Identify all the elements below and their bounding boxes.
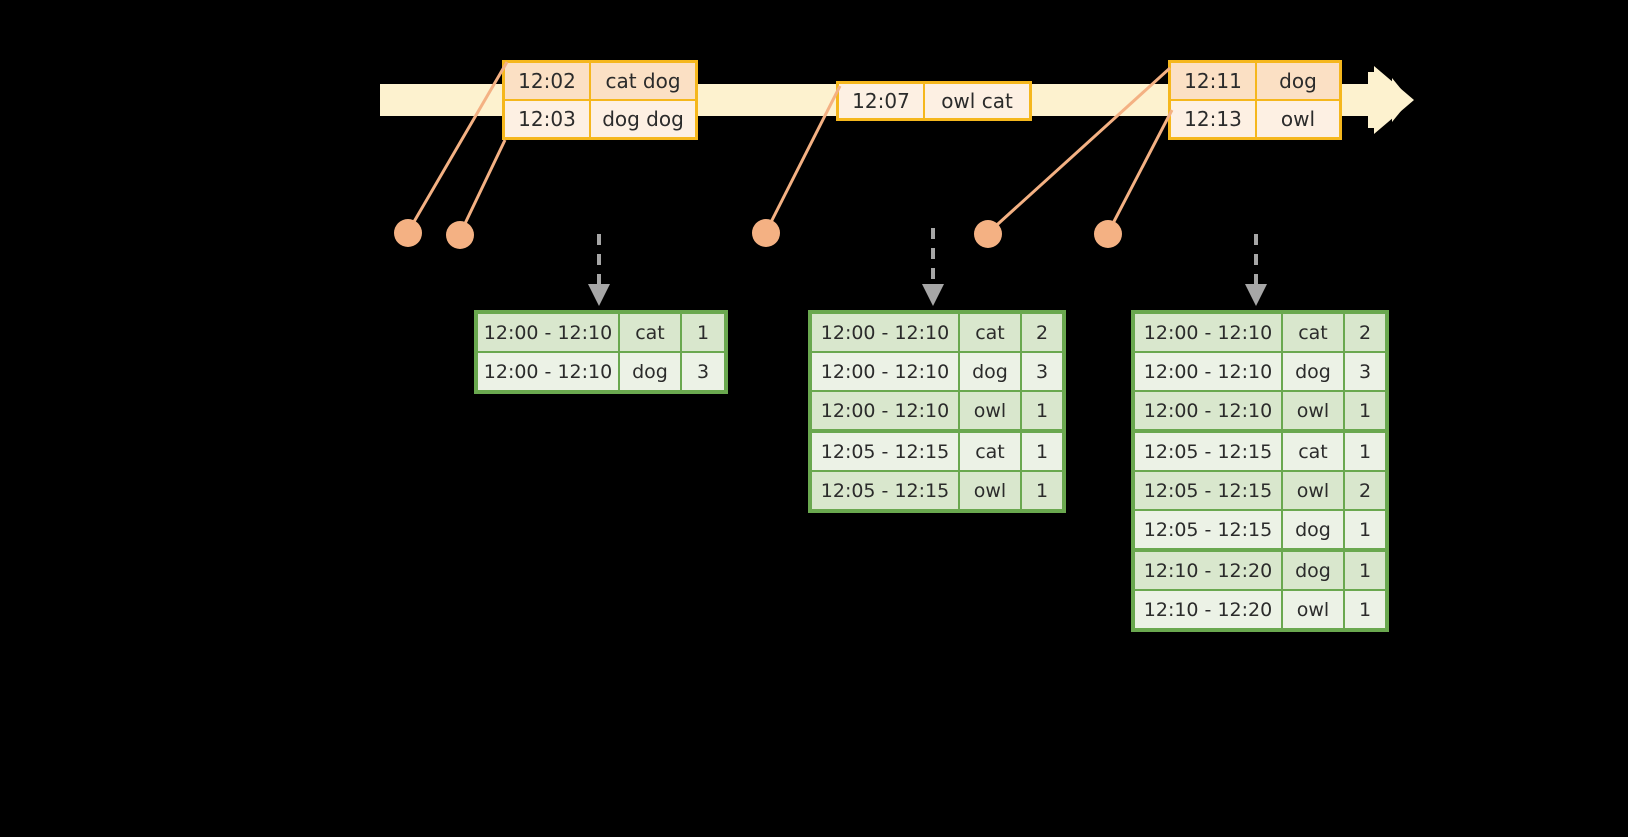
count-cell: 1 [682,314,724,351]
event-words: dog [1257,63,1339,99]
table-row: 12:00 - 12:10 owl 1 [1135,392,1385,433]
window-cell: 12:00 - 12:10 [812,314,960,351]
word-cell: cat [1283,314,1345,351]
count-cell: 1 [1022,433,1062,470]
connector-dot-2 [446,221,474,249]
table-row: 12:05 - 12:15 cat 1 [812,433,1062,472]
event-box-2[interactable]: 12:07 owl cat [836,81,1032,121]
connector-dot-5 [1094,220,1122,248]
event-time: 12:07 [839,84,925,118]
table-row: 12:00 - 12:10 dog 3 [478,353,724,390]
table-row: 12:05 - 12:15 cat 1 [1135,433,1385,472]
window-cell: 12:05 - 12:15 [1135,511,1283,548]
flow-arrow-2-icon [922,228,944,306]
window-cell: 12:05 - 12:15 [1135,433,1283,470]
word-cell: owl [1283,392,1345,429]
count-cell: 3 [1022,353,1062,390]
table-row: 12:00 - 12:10 cat 2 [812,314,1062,353]
count-cell: 2 [1345,472,1385,509]
window-cell: 12:00 - 12:10 [1135,353,1283,390]
event-words: owl cat [925,84,1029,118]
word-cell: cat [620,314,682,351]
window-cell: 12:00 - 12:10 [1135,392,1283,429]
count-cell: 1 [1345,433,1385,470]
table-row: 12:05 - 12:15 dog 1 [1135,511,1385,552]
word-cell: cat [960,314,1022,351]
connector-dot-3 [752,219,780,247]
word-cell: dog [1283,511,1345,548]
connector-dot-4 [974,220,1002,248]
word-cell: cat [960,433,1022,470]
result-table-3[interactable]: 12:00 - 12:10 cat 2 12:00 - 12:10 dog 3 … [1131,310,1389,632]
table-row: 12:00 - 12:10 owl 1 [812,392,1062,433]
word-cell: cat [1283,433,1345,470]
count-cell: 2 [1022,314,1062,351]
window-cell: 12:00 - 12:10 [1135,314,1283,351]
flow-arrow-3-icon [1245,234,1267,306]
event-words: cat dog [591,63,695,99]
window-cell: 12:00 - 12:10 [478,314,620,351]
count-cell: 1 [1022,392,1062,429]
word-cell: owl [960,472,1022,509]
result-table-1[interactable]: 12:00 - 12:10 cat 1 12:00 - 12:10 dog 3 [474,310,728,394]
table-row: 12:10 - 12:20 owl 1 [1135,591,1385,628]
count-cell: 3 [682,353,724,390]
table-row: 12:00 - 12:10 dog 3 [1135,353,1385,392]
word-cell: owl [1283,472,1345,509]
count-cell: 1 [1022,472,1062,509]
table-row: 12:05 - 12:15 owl 1 [812,472,1062,509]
window-cell: 12:00 - 12:10 [812,392,960,429]
event-words: dog dog [591,101,695,137]
table-row: 12:05 - 12:15 owl 2 [1135,472,1385,511]
window-cell: 12:05 - 12:15 [812,433,960,470]
count-cell: 3 [1345,353,1385,390]
window-cell: 12:00 - 12:10 [812,353,960,390]
word-cell: owl [1283,591,1345,628]
word-cell: dog [1283,552,1345,589]
flow-arrow-1-icon [588,234,610,306]
word-cell: dog [620,353,682,390]
event-box-3[interactable]: 12:11 dog 12:13 owl [1168,60,1342,140]
event-time: 12:03 [505,101,591,137]
event-time: 12:11 [1171,63,1257,99]
table-row: 12:00 - 12:10 dog 3 [812,353,1062,392]
event-row: 12:03 dog dog [505,99,695,137]
event-words: owl [1257,101,1339,137]
count-cell: 1 [1345,552,1385,589]
count-cell: 1 [1345,591,1385,628]
table-row: 12:00 - 12:10 cat 2 [1135,314,1385,353]
window-cell: 12:10 - 12:20 [1135,591,1283,628]
word-cell: dog [1283,353,1345,390]
table-row: 12:00 - 12:10 cat 1 [478,314,724,353]
event-row: 12:07 owl cat [839,84,1029,118]
event-time: 12:13 [1171,101,1257,137]
word-cell: owl [960,392,1022,429]
connector-dot-1 [394,219,422,247]
event-row: 12:02 cat dog [505,63,695,99]
table-row: 12:10 - 12:20 dog 1 [1135,552,1385,591]
window-cell: 12:05 - 12:15 [1135,472,1283,509]
count-cell: 2 [1345,314,1385,351]
result-table-2[interactable]: 12:00 - 12:10 cat 2 12:00 - 12:10 dog 3 … [808,310,1066,513]
event-row: 12:11 dog [1171,63,1339,99]
count-cell: 1 [1345,511,1385,548]
event-box-1[interactable]: 12:02 cat dog 12:03 dog dog [502,60,698,140]
window-cell: 12:10 - 12:20 [1135,552,1283,589]
event-time: 12:02 [505,63,591,99]
count-cell: 1 [1345,392,1385,429]
window-cell: 12:00 - 12:10 [478,353,620,390]
word-cell: dog [960,353,1022,390]
window-cell: 12:05 - 12:15 [812,472,960,509]
event-row: 12:13 owl [1171,99,1339,137]
